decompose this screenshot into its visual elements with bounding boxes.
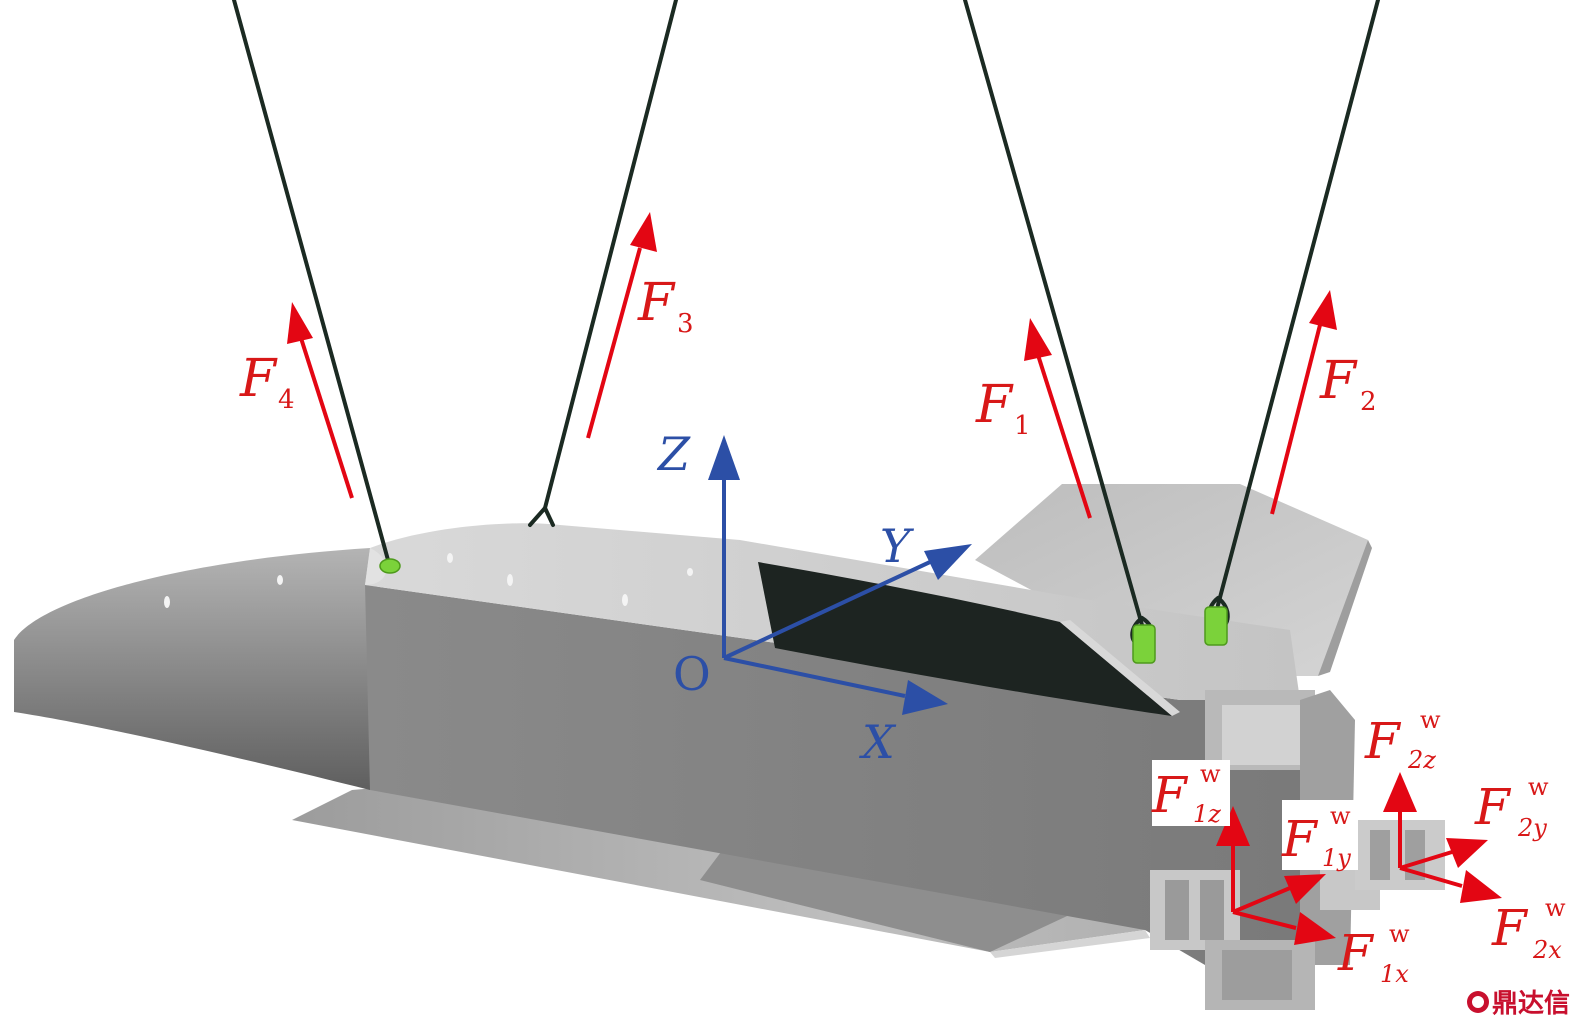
- lifting-lugs: [379, 558, 1228, 664]
- axis-label-x: X: [859, 715, 897, 769]
- label-f2z: F w 2z: [1364, 706, 1441, 774]
- label-f1: F 1: [975, 375, 1031, 441]
- label-f2: F 2: [1319, 351, 1377, 417]
- force-arrow-f3: [586, 212, 657, 439]
- svg-text:F: F: [1151, 766, 1189, 824]
- window-panel: [758, 562, 1172, 716]
- svg-text:w: w: [1545, 894, 1566, 922]
- axis-label-y: Y: [880, 519, 915, 573]
- svg-text:F: F: [239, 349, 278, 409]
- cable-4: [232, 0, 390, 562]
- svg-text:1: 1: [1014, 411, 1031, 441]
- svg-text:3: 3: [677, 309, 694, 339]
- force-arrow-f2: [1270, 290, 1337, 515]
- y-axis: [723, 544, 972, 660]
- label-f1x: F w 1x: [1337, 920, 1410, 988]
- force-arrow-f4: [287, 302, 354, 499]
- arrow-f1y: [1232, 874, 1326, 914]
- arrow-f2x: [1399, 866, 1502, 903]
- svg-text:鼎达信: 鼎达信: [1492, 989, 1570, 1019]
- svg-text:w: w: [1420, 706, 1441, 734]
- cable-3: [543, 0, 678, 510]
- axis-label-z: Z: [656, 427, 691, 481]
- svg-text:F: F: [1474, 778, 1512, 836]
- svg-text:1z: 1z: [1193, 800, 1221, 828]
- svg-text:w: w: [1330, 802, 1351, 830]
- force-arrow-f1: [1024, 318, 1092, 519]
- arrow-f1x: [1232, 910, 1336, 945]
- ventral-edge: [990, 930, 1150, 958]
- svg-text:2x: 2x: [1532, 936, 1562, 964]
- svg-text:2z: 2z: [1407, 746, 1436, 774]
- origin-label: O: [673, 647, 711, 701]
- svg-text:2: 2: [1360, 387, 1377, 417]
- coordinate-axes: Z Y X O: [656, 427, 972, 769]
- surface-holes: [164, 553, 693, 608]
- lifting-cables: [232, 0, 1380, 648]
- svg-text:F: F: [637, 273, 676, 333]
- rear-support-frame: [1150, 690, 1445, 1010]
- label-f2x: F w 2x: [1491, 894, 1566, 964]
- arrow-f2z: [1383, 772, 1417, 868]
- support-force-labels: F w 1z F w 1y F w 1x F w 2z F w 2y F w 2…: [1151, 706, 1566, 988]
- lug-1: [1132, 624, 1156, 664]
- cable-force-labels: F 4 F 3 F 1 F 2: [239, 273, 1377, 441]
- cable-2: [1216, 0, 1380, 607]
- lug-4: [379, 558, 401, 574]
- label-f2y: F w 2y: [1474, 773, 1549, 842]
- svg-text:F: F: [1337, 924, 1375, 982]
- svg-text:2y: 2y: [1517, 814, 1547, 842]
- arrow-f1z: [1216, 806, 1250, 912]
- x-axis: [723, 656, 948, 715]
- svg-text:1x: 1x: [1380, 960, 1409, 988]
- fuselage-side: [365, 585, 1300, 965]
- svg-text:w: w: [1528, 773, 1549, 801]
- nose-section: [14, 548, 380, 790]
- svg-text:w: w: [1200, 760, 1221, 788]
- z-axis: [708, 435, 740, 658]
- cable-1: [963, 0, 1144, 627]
- arrow-f2y: [1399, 838, 1488, 870]
- cable-force-arrows: [287, 212, 1337, 519]
- svg-text:F: F: [1319, 351, 1358, 411]
- top-ridge: [365, 548, 387, 585]
- svg-text:1y: 1y: [1322, 844, 1351, 872]
- svg-text:w: w: [1389, 920, 1410, 948]
- svg-text:F: F: [975, 375, 1014, 435]
- label-f3: F 3: [637, 273, 694, 339]
- svg-text:F: F: [1491, 899, 1529, 957]
- cable-3-loop: [528, 506, 555, 527]
- watermark: 鼎达信: [1467, 989, 1570, 1019]
- svg-text:F: F: [1364, 712, 1402, 770]
- window-frame: [1060, 620, 1180, 716]
- tail-wing-edge: [1318, 540, 1372, 676]
- svg-text:4: 4: [278, 385, 295, 415]
- lug-2: [1204, 606, 1228, 646]
- label-f1z: F w 1z: [1151, 760, 1230, 828]
- label-f4: F 4: [239, 349, 295, 415]
- vehicle-model: [14, 484, 1445, 1010]
- label-f1y: F w 1y: [1281, 800, 1358, 872]
- svg-text:F: F: [1281, 810, 1319, 868]
- support-force-arrows: [1216, 772, 1502, 945]
